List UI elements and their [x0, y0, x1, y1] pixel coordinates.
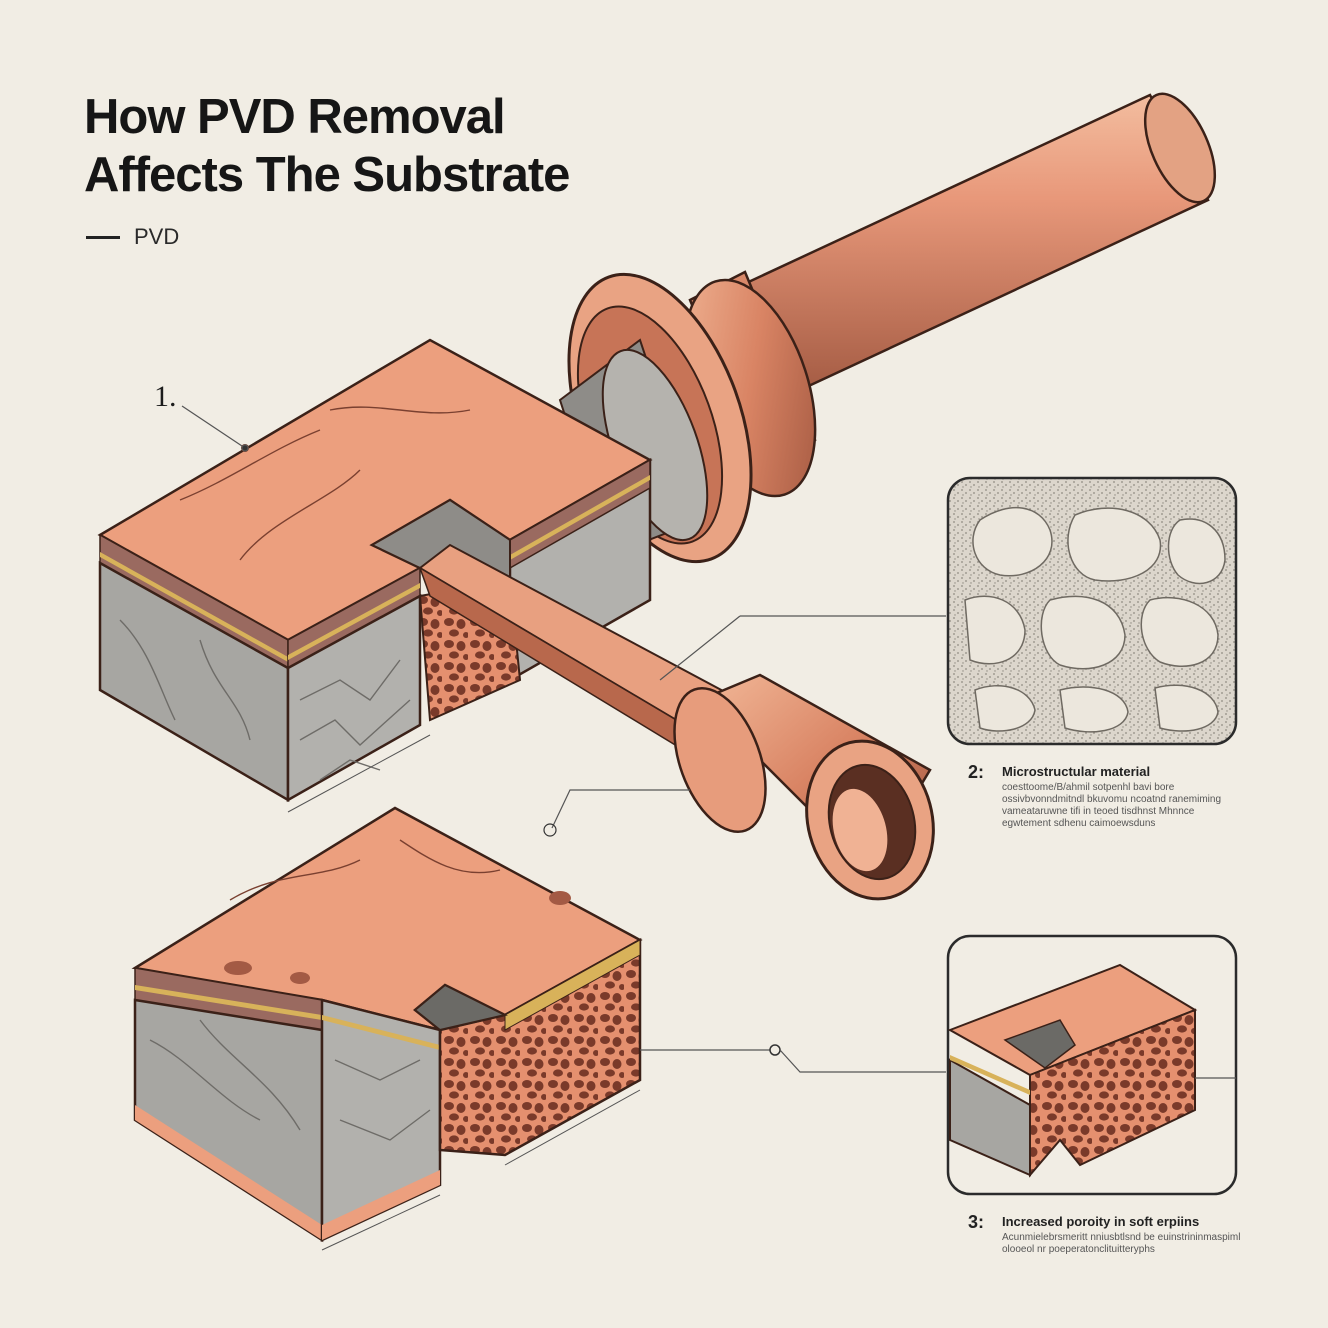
callout-1-number: 1. [154, 380, 177, 413]
callout-2-body: coesttoome/B/ahmil sotpenhl bavi bore os… [1002, 782, 1222, 829]
subtitle-text: PVD [134, 224, 180, 249]
callout-2-number: 2: [968, 762, 985, 782]
title-line-2: Affects The Substrate [84, 148, 570, 202]
title-line-1: How PVD Removal [84, 90, 506, 144]
leader-lines [181, 405, 690, 837]
callout-3-heading: Increased poroity in soft erpiins [1002, 1214, 1200, 1229]
substrate-block-bottom [131, 806, 643, 1251]
subtitle: PVD [86, 224, 179, 250]
callout-3-body: Acunmielebrsmeritt nniusbtlsnd be euinst… [1002, 1232, 1241, 1255]
callout-3-number: 3: [968, 1212, 985, 1232]
page-title: How PVD Removal Affects The Substrate [84, 88, 570, 204]
porosity-inset-icon [640, 934, 1238, 1196]
rod-and-small-tube [418, 543, 935, 901]
callout-2-heading: Microstructular material [1002, 764, 1151, 779]
microstructure-inset-icon [659, 476, 1238, 746]
subtitle-dash [86, 235, 120, 239]
substrate-block-top [97, 338, 653, 813]
